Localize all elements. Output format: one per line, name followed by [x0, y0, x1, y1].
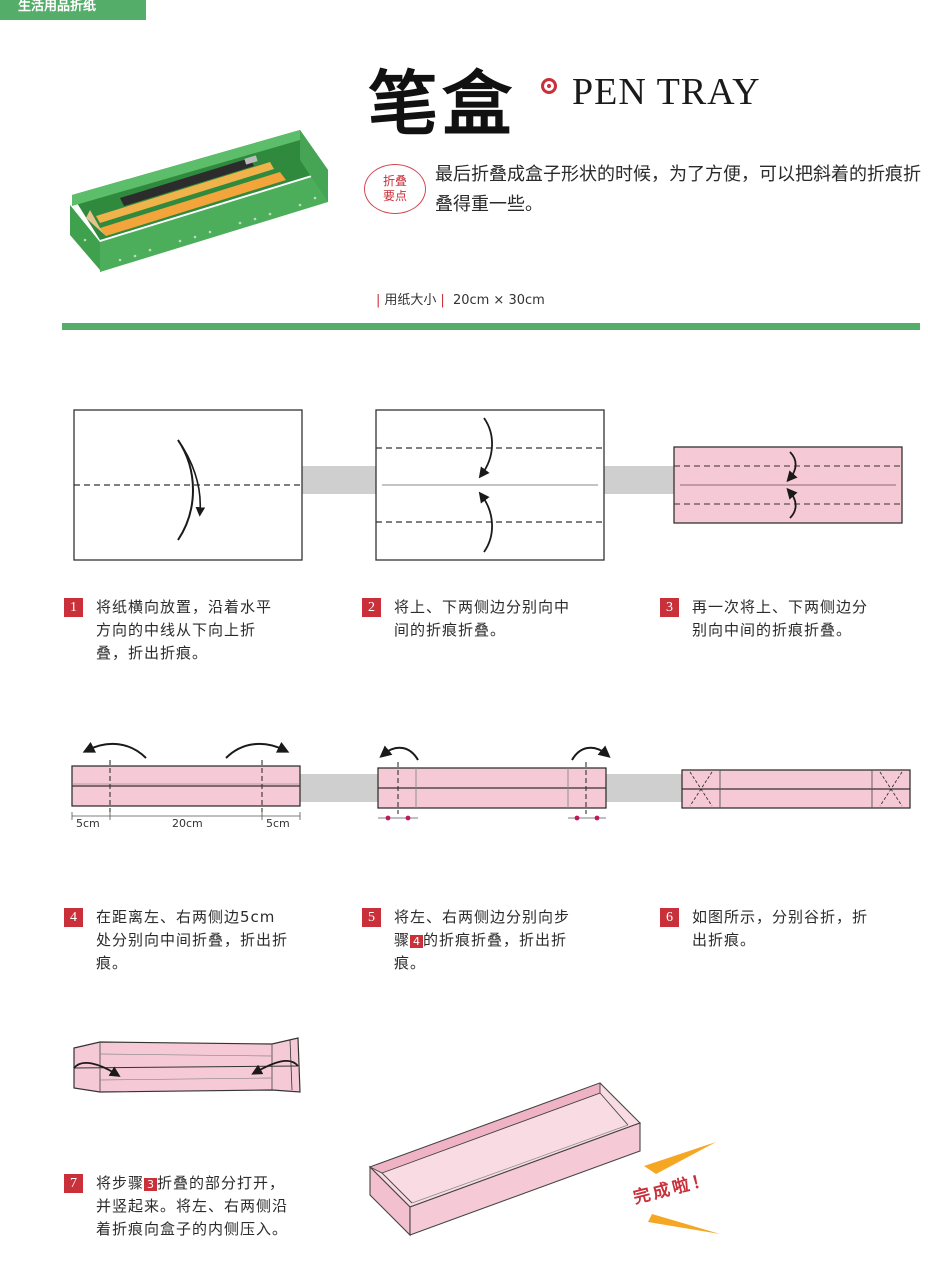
diagram-step1	[73, 409, 303, 561]
step-number: 4	[64, 908, 83, 927]
pencils	[86, 155, 286, 236]
row1-diagrams	[73, 409, 903, 561]
diagram-step4	[71, 741, 301, 820]
step-number: 1	[64, 598, 83, 617]
step-text: 将纸横向放置，沿着水平方向的中线从下向上折叠，折出折痕。	[96, 598, 273, 662]
step-number: 6	[660, 908, 679, 927]
connector-1-2	[300, 466, 380, 494]
connector-5-6	[606, 774, 682, 802]
category-tab: 生活用品折纸	[0, 0, 146, 20]
fold-left-arrow-icon	[379, 745, 419, 761]
sparkle-rays	[644, 1142, 720, 1234]
marker-dot	[574, 815, 580, 821]
diagram-step2	[375, 409, 605, 561]
step-number: 2	[362, 598, 381, 617]
step-text: 如图所示，分别谷折，折出折痕。	[692, 908, 869, 949]
bullet-icon	[541, 78, 557, 94]
tray-right-wall	[300, 130, 328, 202]
step-number: 7	[64, 1174, 83, 1193]
step-4: 4 在距离左、右两侧边5cm 处分别向中间折叠，折出折痕。	[64, 906, 294, 975]
dim-right: 5cm	[266, 817, 290, 830]
marker-dot	[385, 815, 391, 821]
marker-dot	[594, 815, 600, 821]
step-text: 在距离左、右两侧边5cm 处分别向中间折叠，折出折痕。	[96, 908, 289, 972]
diagram-step3	[673, 446, 903, 524]
tip-badge: 折叠 要点	[364, 164, 426, 214]
diagram-step5	[377, 745, 611, 821]
tray-long-wall	[100, 172, 328, 272]
section-divider	[62, 323, 920, 330]
step-text: 再一次将上、下两侧边分别向中间的折痕折叠。	[692, 598, 869, 639]
step-text: 将上、下两侧边分别向中间的折痕折叠。	[394, 598, 571, 639]
marker-dot	[405, 815, 411, 821]
connector-2-3	[602, 466, 677, 494]
row2-diagrams	[71, 741, 911, 821]
step-ref-badge: 3	[144, 1178, 158, 1191]
fold-up-arrow-icon	[478, 491, 493, 553]
paper-size-value: 20cm × 30cm	[452, 293, 545, 308]
step-text-a: 将步骤	[96, 1174, 145, 1192]
finished-tray	[368, 1082, 641, 1237]
step-ref-badge: 4	[410, 935, 424, 948]
fold-down-arrow-icon	[786, 451, 798, 483]
step-text-b: 的折痕折叠，折出折痕。	[394, 931, 568, 972]
connector-4-5	[300, 774, 380, 802]
dim-middle: 20cm	[172, 817, 203, 830]
diagram-step6	[681, 769, 911, 809]
separator-bar: |	[440, 293, 445, 308]
pen-tray-photo	[70, 130, 328, 272]
paper-size-label: 用纸大小	[384, 293, 437, 308]
step-text-b: 折叠的部分打开，并竖起来。将左、右两侧沿着折痕向盒子的内侧压入。	[96, 1174, 289, 1238]
page-title-en: PEN TRAY	[572, 71, 761, 113]
step-2: 2 将上、下两侧边分别向中间的折痕折叠。	[362, 596, 592, 642]
separator-bar: |	[376, 293, 381, 308]
tip-badge-line2: 要点	[382, 189, 407, 203]
diagram-step7	[73, 1037, 301, 1093]
step-text-a: 将左、右两侧边分别向步骤	[394, 908, 571, 949]
dim-left: 5cm	[76, 817, 100, 830]
step-number: 5	[362, 908, 381, 927]
fold-down-arrow-icon	[478, 417, 493, 479]
tray-front-wall	[70, 205, 100, 270]
step-6: 6 如图所示，分别谷折，折出折痕。	[660, 906, 890, 952]
tray-inner-back	[368, 1082, 601, 1174]
fold-right-arrow-icon	[225, 741, 290, 759]
tray-back-wall	[72, 130, 300, 206]
paper-size: |用纸大小| 20cm × 30cm	[372, 289, 545, 308]
fold-left-arrow-icon	[82, 741, 147, 759]
tip-text: 最后折叠成盒子形状的时候，为了方便，可以把斜着的折痕折叠得重一些。	[435, 164, 921, 215]
step-3: 3 再一次将上、下两侧边分别向中间的折痕折叠。	[660, 596, 890, 642]
push-in-arrow-icon	[73, 1061, 121, 1077]
step-number: 3	[660, 598, 679, 617]
push-in-arrow-icon	[251, 1059, 299, 1075]
fold-up-arrow-icon	[786, 487, 798, 519]
step-1: 1 将纸横向放置，沿着水平方向的中线从下向上折叠，折出折痕。	[64, 596, 294, 665]
fold-right-arrow-icon	[571, 745, 611, 761]
page-title-cn: 笔盒	[368, 63, 516, 145]
tray-dots	[83, 196, 317, 262]
tray-long-wall	[409, 1122, 641, 1236]
tip-badge-line1: 折叠	[382, 174, 407, 188]
